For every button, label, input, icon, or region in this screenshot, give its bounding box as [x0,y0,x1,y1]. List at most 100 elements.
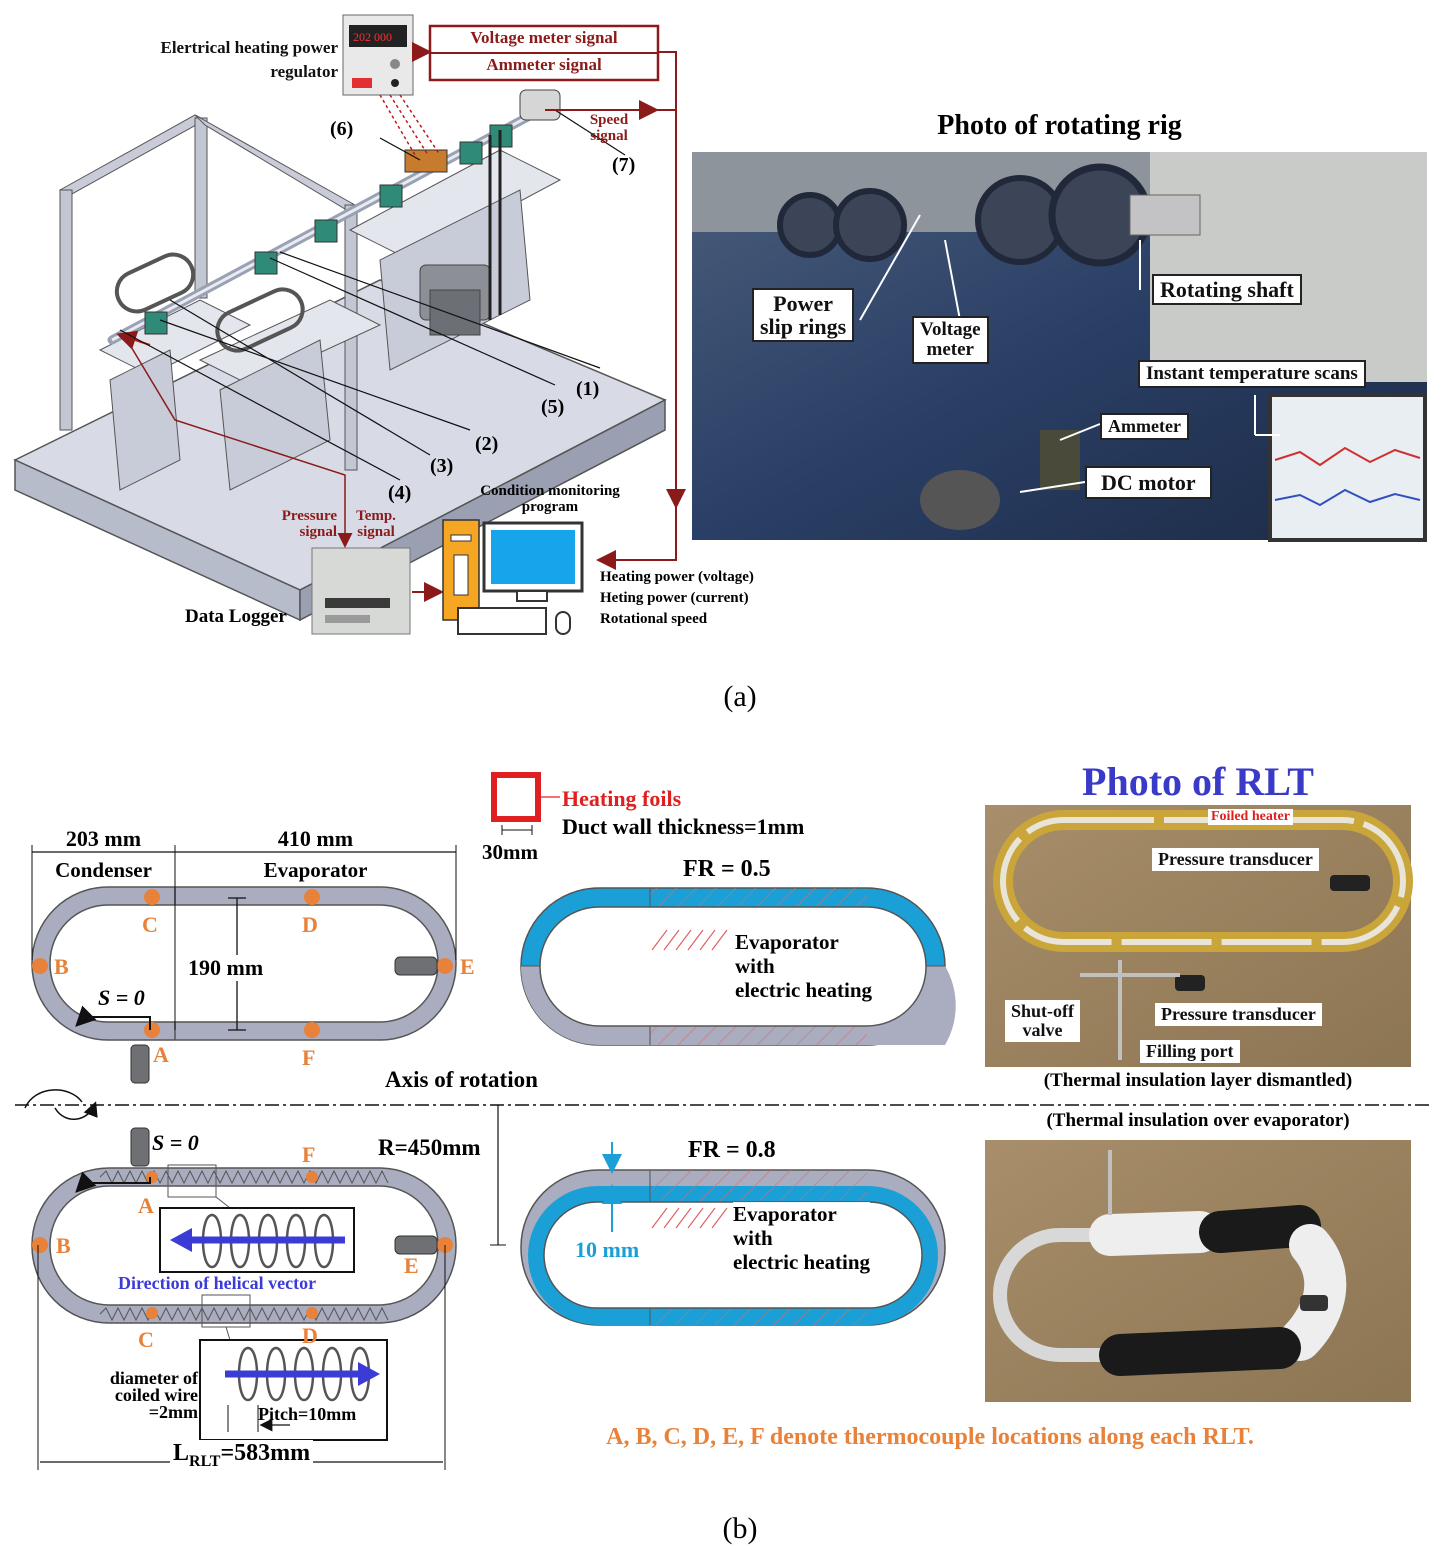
radius-label: R=450mm [378,1135,481,1160]
voltage-meter-line2: meter [926,338,974,360]
s-zero-bottom: S = 0 [152,1130,199,1155]
temp-signal-line1: Temp. [356,508,396,524]
dim-203: 203 mm [65,826,142,851]
length-subscript: RLT [189,1452,221,1470]
dim-190: 190 mm [188,955,264,981]
shut-off-line2: valve [1022,1019,1063,1040]
diameter-line1: diameter of [109,1368,198,1388]
length-label: LRLT=583mm [170,1440,314,1471]
evaporator-note-bottom: Evaporator with electric heating [733,1202,871,1274]
point-D-bottom: D [302,1323,318,1348]
regulator-wires [379,94,441,156]
temp-signal-line2: signal [357,524,395,540]
evaporator-note-bottom-3: electric heating [733,1250,871,1274]
regulator-label-line2: regulator [270,62,338,81]
data-logger-label: Data Logger [185,606,287,627]
dim-410: 410 mm [277,826,354,851]
ammeter-label: Ammeter [1100,413,1189,440]
s-zero-top: S = 0 [98,985,145,1010]
caption-b: (b) [722,1512,758,1545]
output-voltage: Heating power (voltage) [600,569,754,585]
helical-direction-label: Direction of helical vector [118,1273,317,1293]
monitoring-program-line2: program [521,499,579,515]
part-label-3: (3) [430,455,454,477]
regulator-label: Elertrical heating power regulator [112,36,338,84]
rotating-shaft-label: Rotating shaft [1152,274,1302,306]
computer-outputs: Heating power (voltage) Heting power (cu… [600,567,754,630]
voltage-meter-line1: Voltage [920,319,981,340]
computer-icon [442,519,584,635]
evaporator-note-top-3: electric heating [735,978,873,1002]
dim-10: 10 mm [575,1237,640,1262]
data-logger-icon [311,547,411,635]
power-regulator-icon: 202 000 [342,14,414,96]
temp-signal: Temp. signal [350,508,402,540]
duct-wall-label: Duct wall thickness=1mm [562,814,805,839]
temperature-scans-label: Instant temperature scans [1138,360,1366,388]
speed-signal-line1: Speed [589,112,629,128]
power-slip-rings-line1: Power [773,291,834,316]
shut-off-valve-label: Shut-off valve [1005,1000,1081,1042]
axis-of-rotation [15,1089,1430,1246]
thermocouple-note: A, B, C, D, E, F denote thermocouple loc… [606,1424,1254,1450]
evaporator-note-top-2: with [735,954,775,978]
point-A-top: A [153,1042,169,1067]
length-value: =583mm [220,1440,311,1466]
monitoring-program-line1: Condition monitoring [480,483,620,499]
rig-drawing [13,89,667,622]
shut-off-line1: Shut-off [1011,1001,1075,1021]
point-C-bottom: C [138,1327,154,1352]
length-symbol: L [173,1440,190,1466]
diameter-line3: =2mm [148,1402,198,1422]
insulation-over-label: (Thermal insulation over evaporator) [1046,1110,1350,1131]
caption-a: (a) [723,680,757,713]
part-label-1: (1) [576,378,600,400]
evaporator-note-top-1: Evaporator [735,930,839,954]
point-F-top: F [302,1045,316,1070]
svg-text:202 000: 202 000 [353,30,392,44]
rlt-photo-title: Photo of RLT [1082,759,1314,804]
point-D-top: D [302,912,318,937]
output-speed: Rotational speed [600,611,708,627]
monitoring-program: Condition monitoring program [455,483,645,515]
power-slip-rings-line2: slip rings [760,314,847,340]
fr-05-label: FR = 0.5 [683,856,771,882]
point-A-bottom: A [138,1193,154,1218]
pressure-transducer-bottom-label: Pressure transducer [1155,1003,1322,1026]
signal-boxes [412,24,686,602]
diameter-line2: coiled wire [114,1385,198,1405]
rlt-photo-bottom [985,1140,1411,1402]
dim-30: 30mm [482,840,538,864]
point-B-top: B [54,954,69,979]
evaporator-note-top: Evaporator with electric heating [735,930,873,1002]
evaporator-label: Evaporator [263,858,368,882]
fr-08-label: FR = 0.8 [688,1137,776,1163]
voltage-meter-signal: Voltage meter signal [470,28,618,47]
evaporator-note-bottom-1: Evaporator [733,1202,837,1226]
foiled-heater-label: Foiled heater [1208,809,1293,825]
voltage-meter-label: Voltage meter [912,316,989,364]
pressure-signal-line2: signal [299,524,337,540]
rotating-rig-photo [692,152,1427,542]
pressure-signal: Pressure signal [265,508,337,540]
output-current: Heting power (current) [600,590,749,606]
part-label-7: (7) [612,154,636,176]
point-E-bottom: E [404,1253,419,1278]
speed-signal-line2: signal [590,128,628,144]
point-B-bottom: B [56,1233,71,1258]
speed-signal: Speed signal [580,112,638,144]
heating-foil-legend [491,772,560,835]
filling-port-label: Filling port [1140,1040,1240,1063]
axis-of-rotation-label: Axis of rotation [385,1067,538,1092]
point-C-top: C [142,912,158,937]
rotating-rig-photo-title: Photo of rotating rig [937,110,1182,141]
ammeter-signal: Ammeter signal [486,55,602,74]
rlt-bottom-loop [31,1127,457,1470]
part-label-4: (4) [388,482,412,504]
regulator-label-line1: Elertrical heating power [160,38,338,57]
part-label-2: (2) [475,433,499,455]
dc-motor-label: DC motor [1085,466,1212,500]
pressure-transducer-top-label: Pressure transducer [1152,848,1319,871]
power-slip-rings-label: Power slip rings [752,288,855,343]
part-label-6: (6) [330,118,354,140]
